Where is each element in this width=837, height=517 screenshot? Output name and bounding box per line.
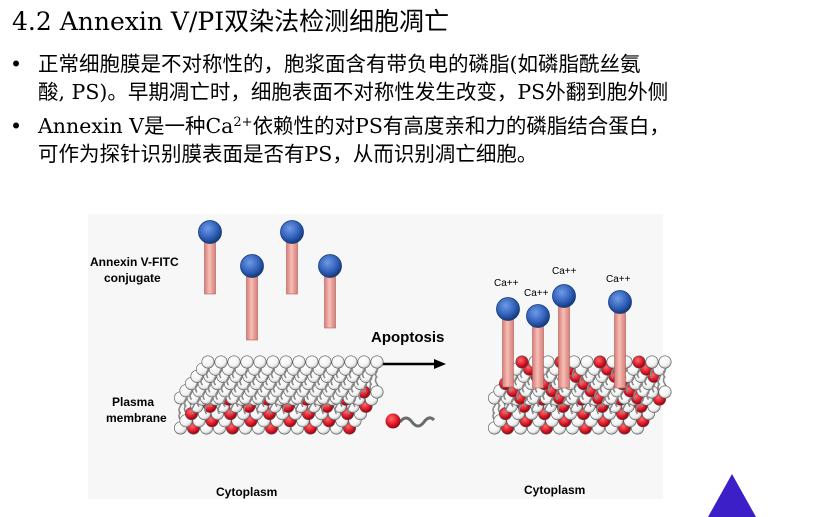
free-phosphatidylserine <box>385 413 436 429</box>
lipid-head <box>645 355 659 369</box>
ps-lipid-head <box>593 355 607 369</box>
plasma-membrane-normal <box>174 355 384 435</box>
bullet-list: • 正常细胞膜是不对称性的，胞浆面含有带负电的磷脂(如磷脂酰丝氨 酸, PS)。… <box>10 50 830 174</box>
bullet-1-line-2: 酸, PS)。早期凋亡时，细胞表面不对称性发生改变，PS外翻到胞外侧 <box>38 80 669 104</box>
ps-lipid-head <box>632 355 646 369</box>
annexin-probe-bound <box>526 304 550 389</box>
annexin-probes-free <box>198 220 342 341</box>
annexin-probe <box>318 254 342 329</box>
annexin-probe-bound <box>496 297 520 388</box>
annexin-label-line-2: conjugate <box>104 271 161 285</box>
bullet-dot: • <box>10 114 23 138</box>
calcium-label: Ca++ <box>494 278 519 289</box>
lipid-head <box>357 355 371 369</box>
bullet-dot: • <box>10 52 23 76</box>
cytoplasm-label-right: Cytoplasm <box>524 483 585 497</box>
lipid-head <box>214 355 228 369</box>
bullet-item-2: • Annexin V是一种Ca2+依赖性的对PS有高度亲和力的磷脂结合蛋白， … <box>10 112 830 168</box>
lipid-head <box>658 385 672 399</box>
slide-title: 4.2 Annexin V/PI双染法检测细胞凋亡 <box>12 7 450 36</box>
bullet-2-line-1: Annexin V是一种Ca2+依赖性的对PS有高度亲和力的磷脂结合蛋白， <box>38 112 830 140</box>
lipid-head <box>292 355 306 369</box>
ps-lipid-head <box>515 355 529 369</box>
lipid-head <box>305 355 319 369</box>
lipid-head <box>266 355 280 369</box>
apoptosis-label: Apoptosis <box>371 329 444 346</box>
lipid-head <box>318 355 332 369</box>
lipid-head <box>279 355 293 369</box>
annexin-probe-bound <box>608 290 632 389</box>
bullet-1-line-1: 正常细胞膜是不对称性的，胞浆面含有带负电的磷脂(如磷脂酰丝氨 <box>38 52 641 76</box>
lipid-head <box>580 355 594 369</box>
lipid-head <box>370 355 384 369</box>
annexin-probe <box>240 254 264 341</box>
annexin-probe <box>198 220 222 295</box>
lipid-head <box>344 355 358 369</box>
annexin-probes-bound: Ca++Ca++Ca++Ca++ <box>494 266 632 389</box>
bullet-2-text-b: 依赖性的对PS有高度亲和力的磷脂结合蛋白， <box>252 114 670 138</box>
apoptosis-diagram: Annexin V-FITC conjugate Plasma membrane… <box>88 214 672 499</box>
annexin-probe-bound <box>552 284 576 389</box>
lipid-head <box>370 385 384 399</box>
lipid-head <box>331 355 345 369</box>
calcium-label: Ca++ <box>524 288 549 299</box>
lipid-head <box>240 355 254 369</box>
lipid-head <box>253 355 267 369</box>
calcium-superscript: 2+ <box>233 115 253 130</box>
slide-nav-triangle-icon[interactable] <box>708 474 756 517</box>
bullet-2-text-a: Annexin V是一种Ca <box>38 114 234 138</box>
cytoplasm-label-left: Cytoplasm <box>216 485 277 499</box>
plasma-label-line-1: Plasma <box>112 395 154 409</box>
lipid-head <box>201 355 215 369</box>
annexin-label-line-1: Annexin V-FITC <box>90 255 179 269</box>
calcium-label: Ca++ <box>606 274 631 285</box>
annexin-probe <box>280 220 304 295</box>
lipid-head <box>227 355 241 369</box>
calcium-label: Ca++ <box>552 266 577 277</box>
bullet-item-1: • 正常细胞膜是不对称性的，胞浆面含有带负电的磷脂(如磷脂酰丝氨 酸, PS)。… <box>10 50 830 106</box>
plasma-label-line-2: membrane <box>106 411 167 425</box>
apoptosis-arrow <box>374 359 446 369</box>
lipid-head <box>658 355 672 369</box>
bullet-2-line-2: 可作为探针识别膜表面是否有PS，从而识别凋亡细胞。 <box>38 142 538 166</box>
plasma-membrane-apoptotic <box>487 355 672 435</box>
